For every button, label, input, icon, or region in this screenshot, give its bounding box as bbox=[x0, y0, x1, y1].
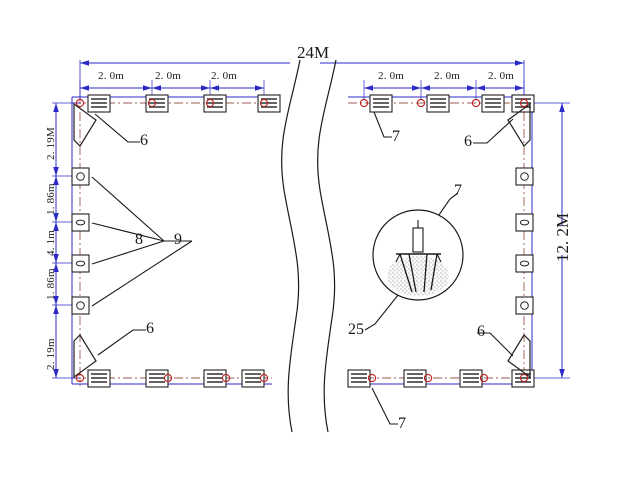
square-marker bbox=[515, 296, 534, 315]
leader-8-b bbox=[91, 222, 165, 242]
leader-7-bottom bbox=[371, 387, 398, 425]
side-markers-right bbox=[515, 167, 534, 315]
break-lines bbox=[281, 59, 337, 433]
fixture-unit bbox=[75, 94, 111, 113]
break-line-left bbox=[281, 59, 301, 433]
fixture-unit bbox=[403, 369, 433, 388]
square-marker bbox=[515, 254, 534, 273]
fixture-unit bbox=[257, 94, 281, 113]
fixture-unit bbox=[359, 94, 393, 113]
fixture-unit bbox=[241, 369, 269, 388]
fixture-row-top bbox=[75, 94, 535, 113]
item-tag-8: 8 bbox=[135, 231, 143, 248]
dimension-label-top-right-1: 2. 0m bbox=[378, 70, 405, 82]
item-tag-7-detail: 7 bbox=[454, 182, 462, 199]
fixture-unit bbox=[511, 94, 535, 113]
break-line-right bbox=[317, 59, 337, 433]
item-tag-6-bottom-left: 6 bbox=[146, 320, 154, 337]
fixture-unit bbox=[511, 369, 535, 388]
fixture-unit bbox=[203, 94, 227, 113]
square-marker bbox=[71, 167, 90, 186]
leader-9-b bbox=[91, 240, 193, 307]
dimension-left-chain bbox=[52, 102, 80, 379]
fixture-unit bbox=[347, 369, 377, 388]
dimension-label-top-right-2: 2. 0m bbox=[434, 70, 461, 82]
item-tag-7-top: 7 bbox=[392, 128, 400, 145]
fixture-unit bbox=[459, 369, 489, 388]
item-tag-6-top-right: 6 bbox=[464, 133, 472, 150]
dimension-label-top-left-2: 2. 0m bbox=[155, 70, 182, 82]
dimension-label-left-2: 1. 86m bbox=[45, 183, 57, 215]
fixture-unit bbox=[145, 369, 173, 388]
leader-8-c bbox=[91, 240, 165, 265]
fixture-row-bottom bbox=[75, 369, 535, 388]
fixture-unit bbox=[471, 94, 505, 113]
dimension-label-left-3: 4. 1m bbox=[45, 229, 57, 256]
corner-bracket-bottom-left bbox=[73, 334, 97, 379]
item-tag-9: 9 bbox=[174, 231, 182, 248]
item-tag-25-detail: 25 bbox=[348, 321, 364, 338]
dimension-label-left-5: 2. 19m bbox=[45, 338, 57, 370]
dimension-label-top-left-1: 2. 0m bbox=[98, 70, 125, 82]
square-marker bbox=[515, 213, 534, 232]
square-marker bbox=[71, 296, 90, 315]
leader-8-a bbox=[91, 176, 165, 242]
dimension-label-overall-right: 12. 2M bbox=[553, 212, 572, 262]
dimension-label-top-left-3: 2. 0m bbox=[211, 70, 238, 82]
square-marker bbox=[71, 213, 90, 232]
fixture-unit bbox=[145, 94, 169, 113]
square-marker bbox=[515, 167, 534, 186]
item-tag-6-top-left: 6 bbox=[140, 132, 148, 149]
fixture-unit bbox=[416, 94, 450, 113]
detail-circle-anchor bbox=[372, 209, 464, 301]
leader-6-top-left bbox=[94, 113, 140, 143]
corner-bracket-top-right bbox=[507, 102, 531, 147]
leader-25-detail bbox=[364, 284, 407, 331]
dimension-top-right-spacings bbox=[363, 80, 525, 100]
leader-6-top-right bbox=[473, 118, 514, 144]
leader-6-bottom-left bbox=[97, 329, 146, 356]
corner-bracket-bottom-right bbox=[507, 334, 531, 379]
leader-6-bottom-right bbox=[477, 332, 514, 357]
dimension-label-overall-top: 24M bbox=[297, 43, 330, 62]
item-tag-7-bottom: 7 bbox=[398, 415, 406, 432]
dimension-label-left-4: 1. 86m bbox=[45, 268, 57, 300]
corner-brackets bbox=[73, 102, 531, 379]
dimension-overall-right bbox=[524, 102, 570, 379]
leader-7-top bbox=[373, 111, 392, 138]
dimension-label-top-right-3: 2. 0m bbox=[488, 70, 515, 82]
corner-bracket-top-left bbox=[73, 102, 97, 147]
square-marker bbox=[71, 254, 90, 273]
dimension-label-left-1: 2. 19M bbox=[45, 127, 57, 160]
fixture-unit bbox=[203, 369, 231, 388]
side-markers-left bbox=[71, 167, 90, 315]
fixture-unit bbox=[75, 369, 111, 388]
item-tag-6-bottom-right: 6 bbox=[477, 323, 485, 340]
